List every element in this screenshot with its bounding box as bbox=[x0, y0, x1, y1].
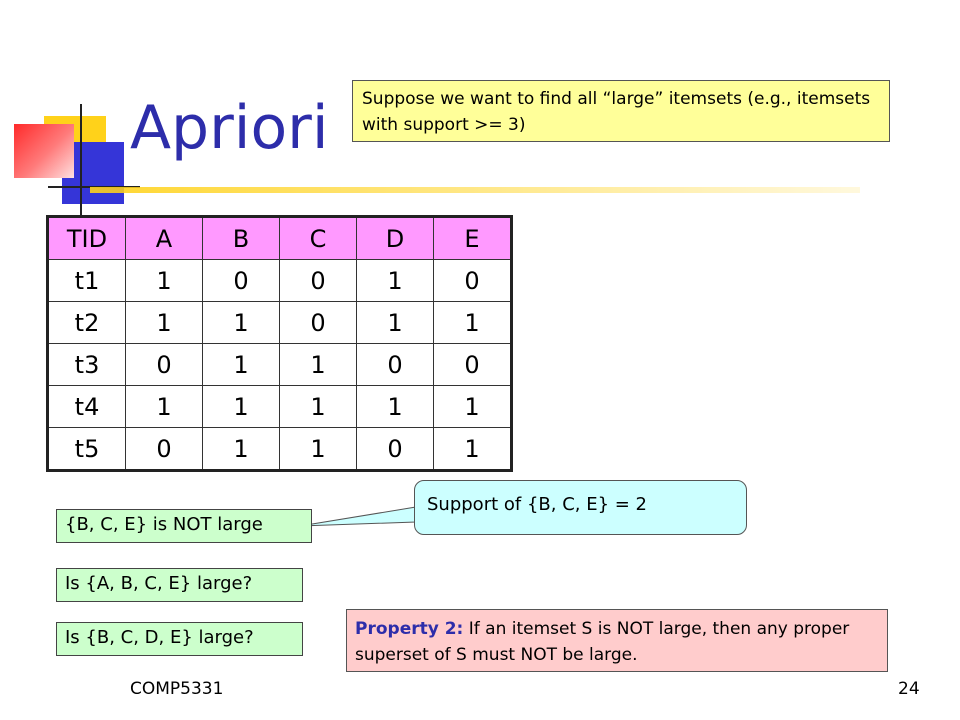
top-note-box: Suppose we want to find all “large” item… bbox=[352, 80, 890, 142]
table-row: t5 0 1 1 0 1 bbox=[47, 427, 512, 471]
table-row: t4 1 1 1 1 1 bbox=[47, 385, 512, 428]
table-cell: 0 bbox=[125, 427, 203, 471]
table-cell: 1 bbox=[202, 343, 280, 386]
property-label: Property 2: bbox=[355, 619, 464, 639]
table-cell: 1 bbox=[279, 343, 357, 386]
table-cell: 0 bbox=[356, 427, 434, 471]
table-cell: 0 bbox=[356, 343, 434, 386]
title-underline-rule bbox=[90, 187, 860, 193]
table-cell: 1 bbox=[202, 427, 280, 471]
table-cell: 1 bbox=[125, 385, 203, 428]
transaction-table: TID A B C D E t1 1 0 0 1 0 t2 1 1 0 1 1 … bbox=[46, 215, 513, 472]
logo-red-square bbox=[14, 124, 74, 178]
slide-title: Apriori bbox=[130, 93, 329, 163]
table-cell: 1 bbox=[279, 385, 357, 428]
table-cell: t3 bbox=[47, 343, 126, 386]
table-cell: 0 bbox=[279, 301, 357, 344]
table-cell: 0 bbox=[202, 259, 280, 302]
table-cell: 0 bbox=[125, 343, 203, 386]
table-cell: 1 bbox=[433, 427, 512, 471]
table-cell: t5 bbox=[47, 427, 126, 471]
table-cell: t1 bbox=[47, 259, 126, 302]
header-cell: E bbox=[433, 216, 512, 260]
logo-vertical-line bbox=[80, 104, 82, 216]
question-bcde-box: Is {B, C, D, E} large? bbox=[56, 622, 303, 656]
table-header-row: TID A B C D E bbox=[47, 216, 512, 260]
property-text: If an itemset S is NOT large, then any p… bbox=[355, 619, 850, 665]
page-number: 24 bbox=[898, 679, 920, 699]
table-cell: 1 bbox=[125, 301, 203, 344]
callout-pointer-shape bbox=[299, 506, 417, 527]
table-cell: 1 bbox=[202, 385, 280, 428]
table-cell: 1 bbox=[356, 259, 434, 302]
property-note-box: Property 2: If an itemset S is NOT large… bbox=[346, 609, 888, 672]
table-cell: 1 bbox=[125, 259, 203, 302]
table-cell: 1 bbox=[356, 301, 434, 344]
table-cell: t4 bbox=[47, 385, 126, 428]
table-row: t1 1 0 0 1 0 bbox=[47, 259, 512, 302]
table-cell: 1 bbox=[356, 385, 434, 428]
table-cell: t2 bbox=[47, 301, 126, 344]
table-cell: 1 bbox=[202, 301, 280, 344]
table-cell: 1 bbox=[433, 385, 512, 428]
header-cell: A bbox=[125, 216, 203, 260]
table-cell: 0 bbox=[433, 343, 512, 386]
footer-course-code: COMP5331 bbox=[130, 679, 224, 699]
header-cell: D bbox=[356, 216, 434, 260]
table-cell: 1 bbox=[433, 301, 512, 344]
support-callout: Support of {B, C, E} = 2 bbox=[414, 480, 747, 535]
table-row: t3 0 1 1 0 0 bbox=[47, 343, 512, 386]
question-abce-box: Is {A, B, C, E} large? bbox=[56, 568, 303, 602]
header-cell: TID bbox=[47, 216, 126, 260]
table-row: t2 1 1 0 1 1 bbox=[47, 301, 512, 344]
table-cell: 0 bbox=[433, 259, 512, 302]
header-cell: C bbox=[279, 216, 357, 260]
bce-not-large-box: {B, C, E} is NOT large bbox=[56, 509, 312, 543]
